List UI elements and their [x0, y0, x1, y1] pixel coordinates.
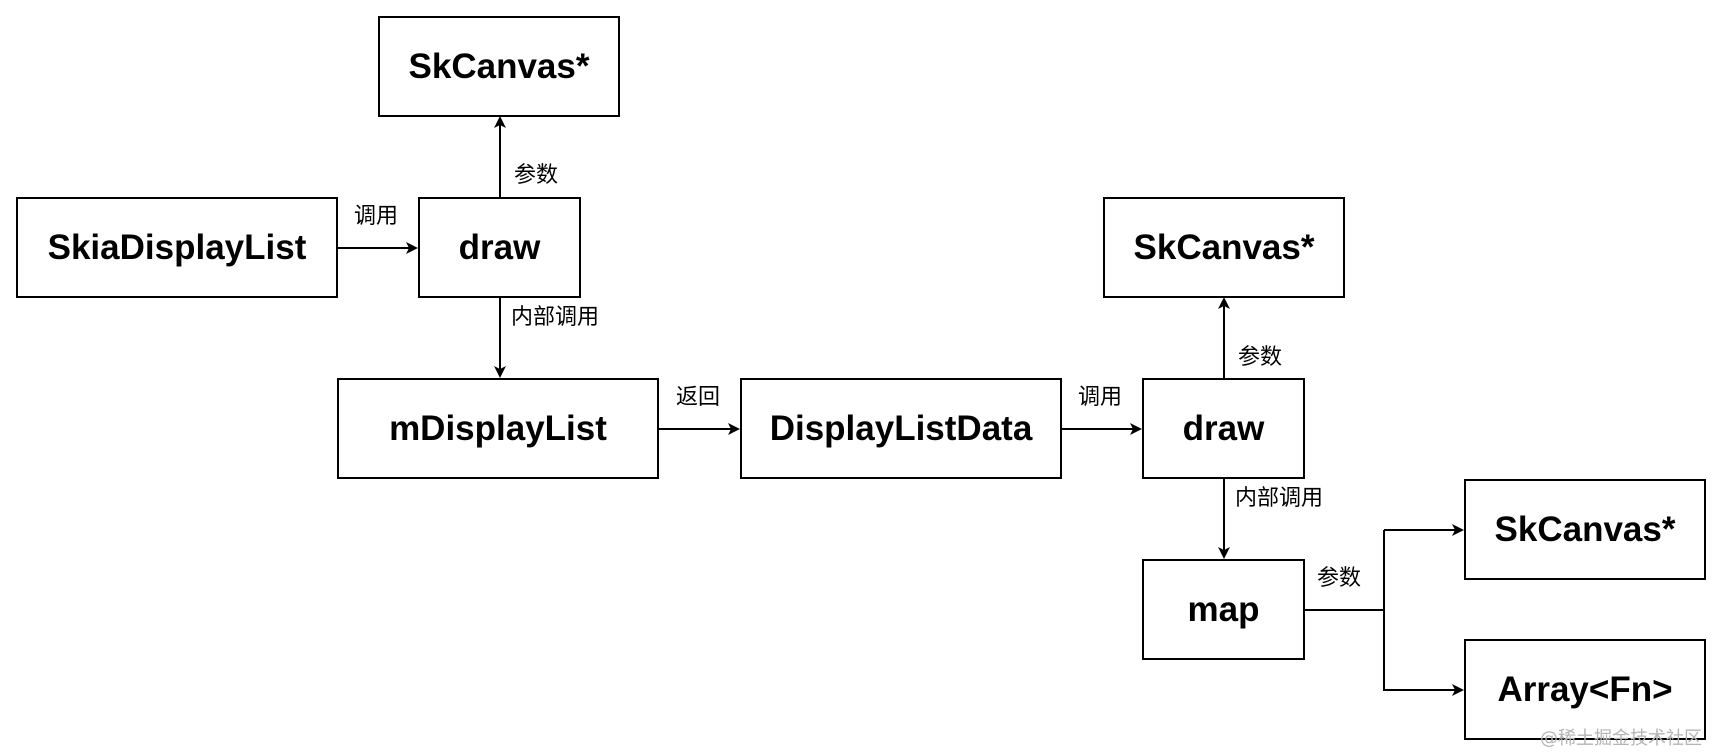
- skia-display-list-node: SkiaDisplayList: [16, 197, 338, 298]
- label-draw2-param: 参数: [1238, 345, 1283, 370]
- display-list-data-node: DisplayListData: [740, 378, 1062, 479]
- label-draw1-internal-call: 内部调用: [511, 305, 600, 330]
- label-skia-call: 调用: [354, 204, 399, 229]
- label-map-param: 参数: [1317, 566, 1362, 591]
- draw-node-2: draw: [1142, 378, 1305, 479]
- arrow-map-to-arrayfn: [1383, 610, 1464, 696]
- mdisplaylist-node: mDisplayList: [337, 378, 659, 479]
- skcanvas-node-mid: SkCanvas*: [1103, 197, 1345, 298]
- array-fn-node: Array<Fn>: [1464, 639, 1706, 740]
- map-node: map: [1142, 559, 1305, 660]
- skcanvas-node-top: SkCanvas*: [378, 16, 620, 117]
- label-draw2-internal-call: 内部调用: [1235, 486, 1324, 511]
- label-return: 返回: [676, 385, 721, 410]
- label-data-call: 调用: [1078, 385, 1123, 410]
- label-draw1-param: 参数: [514, 163, 559, 188]
- watermark: @稀土掘金技术社区: [1540, 728, 1702, 749]
- draw-node-1: draw: [418, 197, 581, 298]
- skcanvas-node-right: SkCanvas*: [1464, 479, 1706, 580]
